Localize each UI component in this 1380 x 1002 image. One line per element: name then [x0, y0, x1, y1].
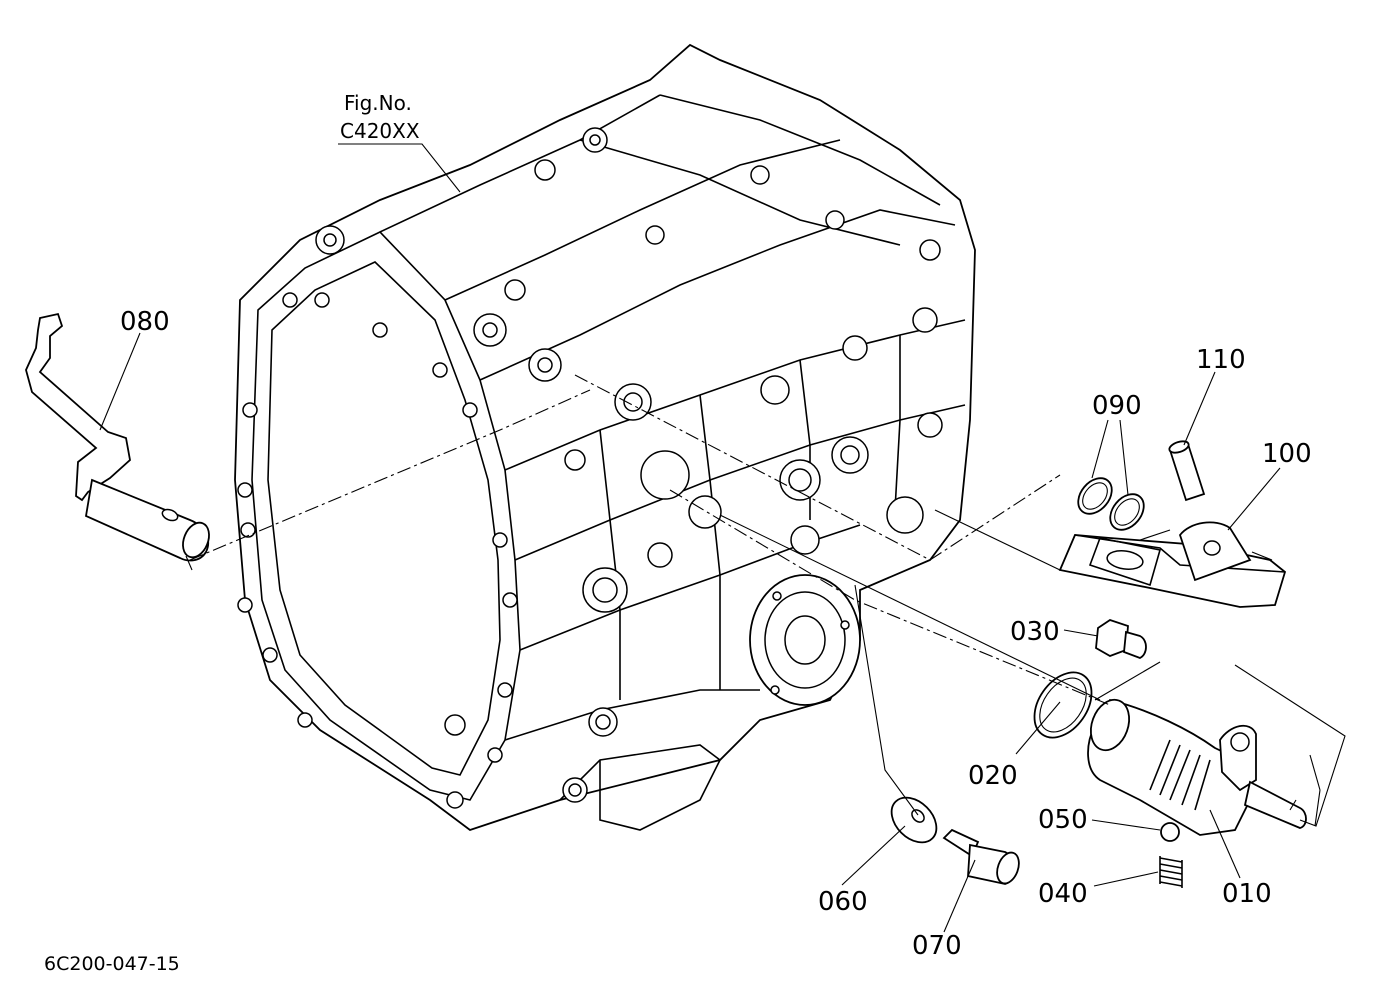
label-030: 030 [1010, 617, 1060, 647]
plug-070 [942, 828, 1020, 885]
assembly-lines [189, 374, 1346, 827]
rear-round-boss [749, 574, 861, 706]
label-010: 010 [1222, 879, 1272, 909]
figure-reference: Fig.No. C420XX [338, 91, 461, 193]
washer-060 [890, 796, 938, 844]
part-labels: 080 090 110 100 030 020 050 040 010 060 … [120, 307, 1312, 961]
valve-body-010 [1087, 698, 1307, 836]
screw-030 [1095, 619, 1147, 659]
label-040: 040 [1038, 879, 1088, 909]
ball-050 [1160, 822, 1180, 842]
label-060: 060 [818, 887, 868, 917]
shift-lever-080 [25, 312, 210, 571]
pin-110 [1168, 440, 1206, 502]
figure-ref-line1: Fig.No. [344, 91, 412, 115]
label-020: 020 [968, 761, 1018, 791]
figure-ref-line2: C420XX [340, 119, 420, 143]
drawing-code: 6C200-047-15 [44, 953, 180, 975]
arm-100 [1058, 521, 1287, 608]
case-bolt-holes [237, 127, 943, 809]
label-080: 080 [120, 307, 170, 337]
leader-lines [99, 332, 1281, 933]
label-050: 050 [1038, 805, 1088, 835]
label-070: 070 [912, 931, 962, 961]
spring-040 [1159, 856, 1183, 888]
label-110: 110 [1196, 345, 1246, 375]
label-090: 090 [1092, 391, 1142, 421]
label-100: 100 [1262, 439, 1312, 469]
o-rings-090 [1077, 477, 1145, 531]
